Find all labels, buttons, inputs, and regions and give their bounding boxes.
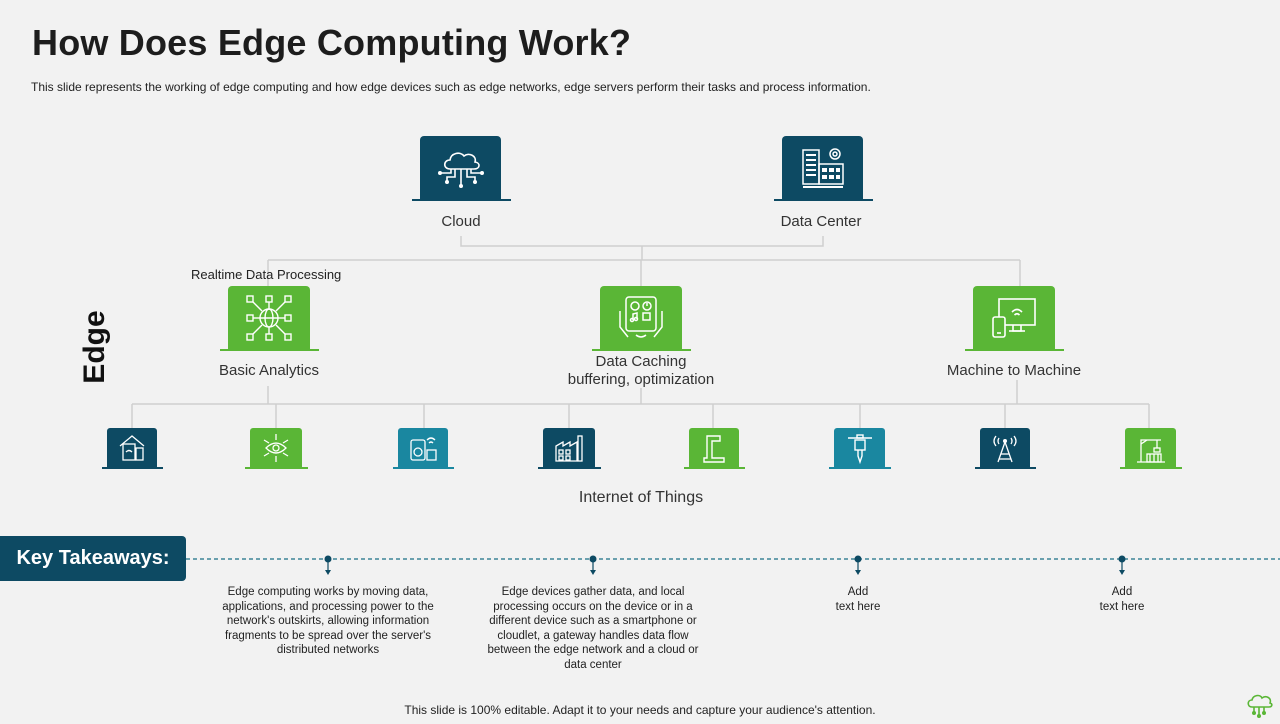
iot-device-1 <box>107 428 157 467</box>
cloud-node <box>420 136 501 199</box>
page-title: How Does Edge Computing Work? <box>32 22 632 63</box>
iot-device-2 <box>250 428 302 467</box>
monitor-phone-icon <box>992 297 1036 338</box>
data-center-node <box>782 136 863 199</box>
iot-device-3 <box>398 428 448 467</box>
takeaway-1: Edge computing works by moving data, app… <box>222 586 434 656</box>
cloud-label: Cloud <box>441 213 481 230</box>
basic-analytics-node <box>228 286 310 349</box>
page-subtitle: This slide represents the working of edg… <box>31 80 871 94</box>
machine-to-machine-label: Machine to Machine <box>946 362 1082 379</box>
realtime-processing-label: Realtime Data Processing <box>191 267 342 282</box>
edge-label: Edge <box>78 310 111 384</box>
cloud-network-icon <box>437 151 484 188</box>
footer-note: This slide is 100% editable. Adapt it to… <box>404 703 876 717</box>
smart-speaker-icon <box>410 436 437 461</box>
basic-analytics-label: Basic Analytics <box>218 362 320 379</box>
iot-device-6 <box>834 428 885 467</box>
tablet-hands-icon <box>619 295 663 338</box>
iot-device-4 <box>543 428 595 467</box>
key-takeaways-heading: Key Takeaways: <box>0 536 186 581</box>
takeaway-2: Edge devices gather data, and local proc… <box>487 586 699 671</box>
takeaway-3: Add text here <box>835 586 881 613</box>
machine-to-machine-node <box>973 286 1055 349</box>
iot-device-5 <box>689 428 739 467</box>
server-gear-icon <box>801 147 844 188</box>
iot-label: Internet of Things <box>578 489 704 506</box>
takeaway-4: Add text here <box>1099 586 1145 613</box>
crane-icon <box>1136 438 1165 463</box>
eye-network-icon <box>263 433 289 462</box>
iot-device-7 <box>980 428 1030 467</box>
data-center-label: Data Center <box>780 213 862 230</box>
radio-tower-icon <box>993 435 1017 462</box>
data-caching-label-line2: buffering, optimization <box>567 371 715 388</box>
data-caching-node <box>600 286 682 349</box>
machine-tool-icon <box>703 434 725 463</box>
smart-home-device-icon <box>119 434 145 461</box>
cloud-logo-icon <box>1244 693 1274 724</box>
factory-icon <box>555 434 583 462</box>
network-globe-icon <box>246 294 292 341</box>
jackhammer-icon <box>847 433 872 464</box>
data-caching-label-line1: Data Caching <box>595 353 687 370</box>
iot-device-8 <box>1125 428 1176 467</box>
